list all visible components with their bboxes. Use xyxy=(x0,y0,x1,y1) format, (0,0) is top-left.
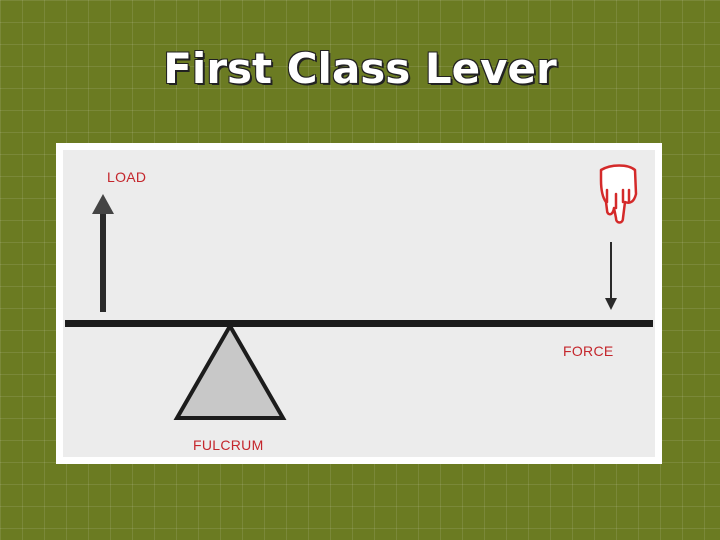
lever-svg xyxy=(65,164,653,420)
up-arrow-icon xyxy=(92,194,114,312)
fulcrum-label: FULCRUM xyxy=(193,437,264,453)
lever-diagram: LOAD FORCE FULCRUM xyxy=(56,143,662,464)
force-label: FORCE xyxy=(563,343,614,359)
diagram-canvas: LOAD FORCE FULCRUM xyxy=(63,150,655,457)
slide-title: First Class Lever xyxy=(163,44,557,93)
pointing-hand-icon xyxy=(599,164,638,224)
down-arrow-icon xyxy=(605,242,617,310)
load-label: LOAD xyxy=(107,169,147,185)
lever-beam xyxy=(65,320,653,327)
triangle-fulcrum-icon xyxy=(173,321,287,420)
